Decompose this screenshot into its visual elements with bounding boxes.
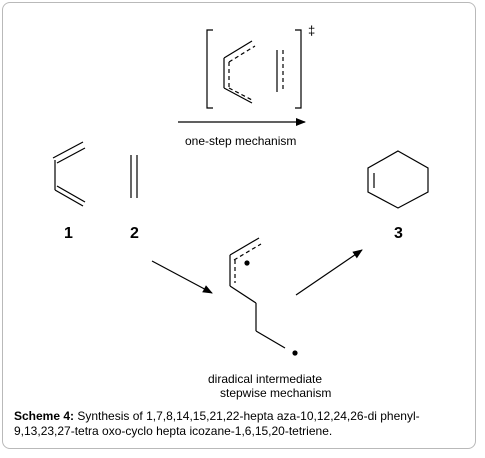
stepwise-arrow-out — [295, 249, 363, 296]
figure-caption: Scheme 4: Synthesis of 1,7,8,14,15,21,22… — [14, 409, 470, 439]
compound-1-label: 1 — [64, 225, 73, 242]
diradical-intermediate — [229, 237, 298, 356]
caption-prefix: Scheme 4: — [14, 409, 75, 423]
compound-2-label: 2 — [130, 225, 139, 242]
figure-frame — [2, 2, 476, 449]
transition-state — [206, 29, 302, 109]
compound-2-ethylene — [130, 155, 138, 198]
left-bracket — [206, 29, 213, 109]
radical-dot-upper — [244, 260, 250, 266]
compound-3-cyclohexene — [367, 150, 429, 209]
radical-dot-lower — [292, 350, 298, 356]
compound-3-label: 3 — [394, 225, 403, 242]
stepwise-label: stepwise mechanism — [220, 386, 332, 400]
right-bracket — [295, 29, 302, 109]
one-step-label: one-step mechanism — [185, 134, 297, 148]
compound-1-butadiene — [52, 141, 86, 207]
stepwise-arrow-in — [151, 260, 213, 294]
double-dagger: ‡ — [308, 23, 316, 38]
caption-text: Synthesis of 1,7,8,14,15,21,22-hepta aza… — [14, 409, 420, 438]
diradical-label: diradical intermediate — [208, 372, 323, 386]
